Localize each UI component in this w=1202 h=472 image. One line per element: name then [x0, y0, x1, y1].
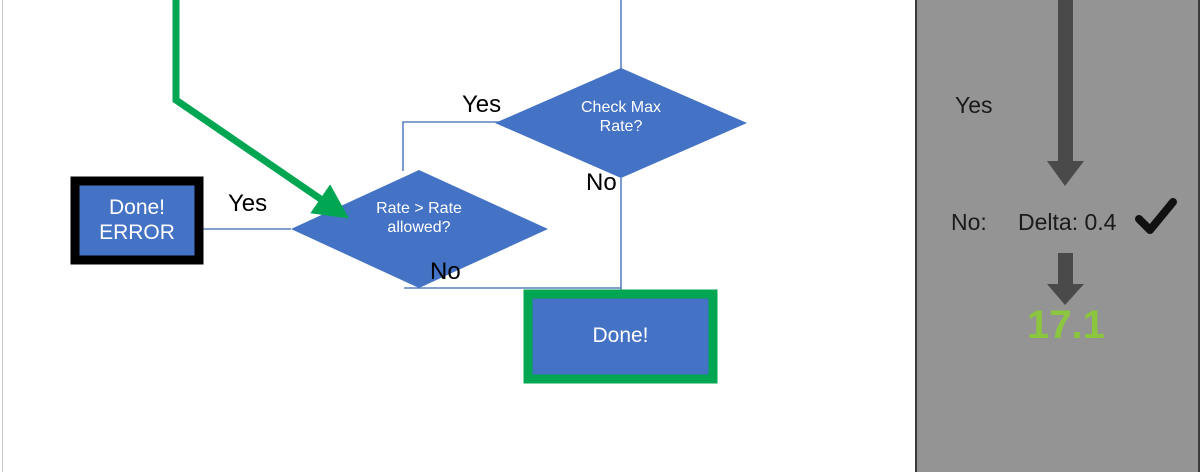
- panel-result-value: 17.1: [1027, 303, 1105, 347]
- node-rate-gt-rate-allowed[interactable]: [291, 170, 548, 288]
- connector-yes-check-to-rate: [402, 121, 502, 171]
- side-panel: Yes No: Delta: 0.4 17.1: [915, 0, 1200, 472]
- edge-label-no-check-max-rate: No: [586, 169, 617, 196]
- node-check-max-rate[interactable]: [495, 68, 747, 178]
- edge-label-no-rate-allowed: No: [430, 258, 461, 285]
- panel-graphics: [1047, 0, 1177, 305]
- panel-yes-label: Yes: [955, 92, 993, 118]
- edge-label-yes-to-error: Yes: [228, 190, 268, 217]
- arrow-down-long: [1047, 0, 1084, 186]
- highlight-path-green: [172, 0, 350, 219]
- panel-no-label: No:: [951, 209, 987, 235]
- panel-delta-label: Delta: 0.4: [1018, 209, 1117, 235]
- node-done-error[interactable]: [70, 176, 204, 265]
- arrow-down-short: [1047, 253, 1084, 305]
- edge-label-yes-check-to-rate: Yes: [462, 91, 502, 118]
- check-mark-icon: [1135, 198, 1177, 234]
- left-edge-rule: [2, 0, 3, 472]
- node-done[interactable]: [523, 289, 718, 384]
